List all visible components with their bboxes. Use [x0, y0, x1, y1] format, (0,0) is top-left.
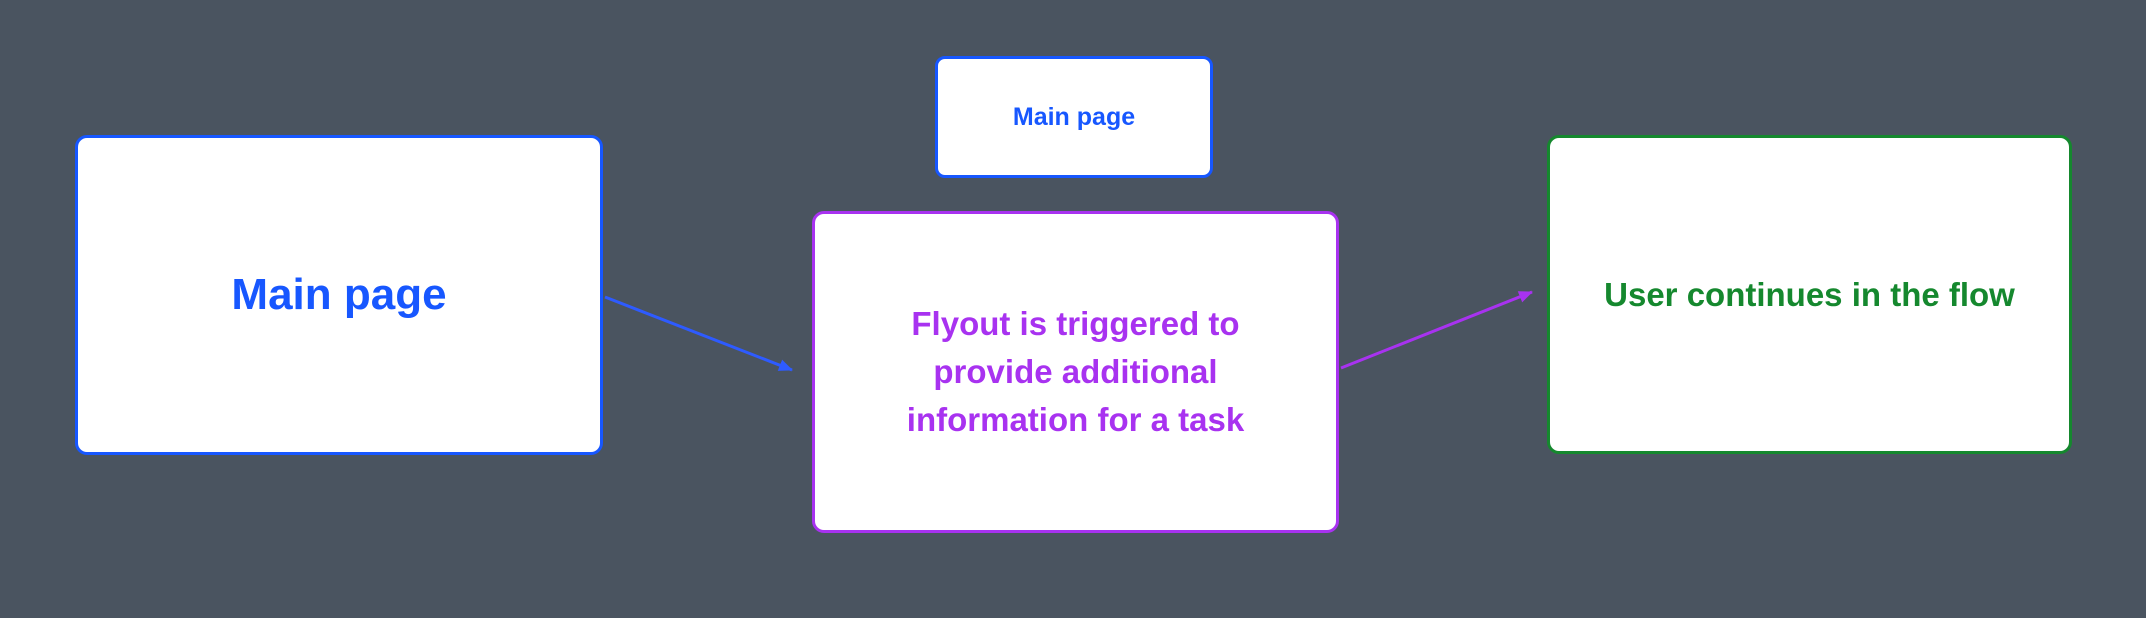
node-flyout-triggered[interactable]: Flyout is triggered to provide additiona… — [812, 211, 1339, 533]
node-main-page-label: Main page — [231, 270, 447, 319]
node-main-page-small[interactable]: Main page — [935, 56, 1213, 178]
edge-flyout-to-user — [1340, 290, 1533, 370]
node-main-page-small-label: Main page — [1012, 102, 1136, 131]
node-flyout-triggered-label: Flyout is triggered to provide additiona… — [906, 305, 1245, 438]
edge-main-to-flyout — [604, 295, 793, 372]
node-main-page[interactable]: Main page — [75, 135, 603, 455]
node-user-continues[interactable]: User continues in the flow — [1547, 135, 2072, 454]
node-user-continues-label: User continues in the flow — [1604, 275, 2015, 313]
